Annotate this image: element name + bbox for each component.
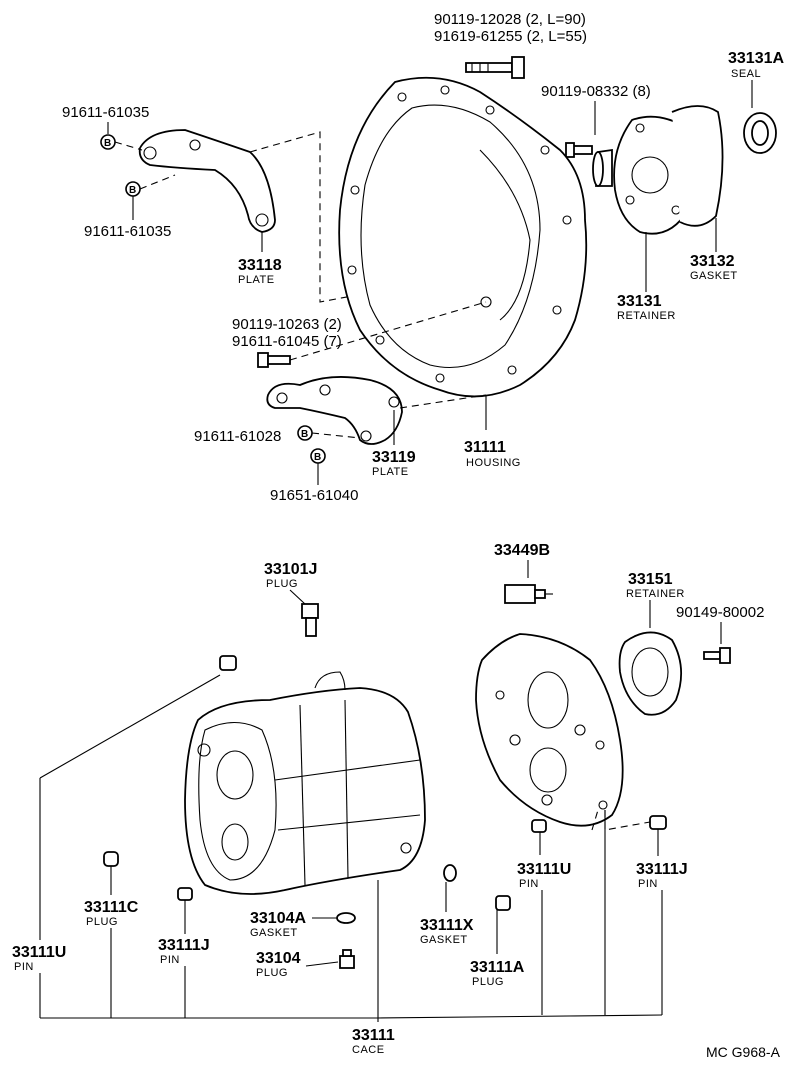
footer-code: MC G968-A (706, 1044, 781, 1060)
gasket-33111X-name: GASKET (420, 934, 468, 946)
pin-j-left-icon (177, 887, 193, 901)
plate-33118-name: PLATE (238, 274, 275, 286)
gasket-33111X-number: 33111X (420, 917, 474, 934)
pin-j-left-number: 33111J (158, 937, 210, 954)
plug-33111C-icon (103, 851, 119, 867)
plug-33104-icon (339, 949, 355, 969)
retainer-33151-icon (618, 631, 683, 716)
plug-33111A-number: 33111A (470, 959, 525, 976)
plug-33104-name: PLUG (256, 967, 288, 979)
pin-u-left-icon (219, 655, 237, 671)
housing-name: HOUSING (466, 457, 521, 469)
plug-33111C-number: 33111C (84, 899, 139, 916)
plug-33104-number: 33104 (256, 950, 301, 967)
pin-j-right-number: 33111J (636, 861, 688, 878)
retainer-33131-icon (592, 115, 696, 235)
bolt-90149-label: 90149-80002 (676, 604, 764, 621)
retainer-33131-number: 33131 (617, 293, 662, 310)
case-name: CACE (352, 1044, 385, 1056)
plate-bolt-b-label: 91611-61028 (194, 428, 281, 445)
pin-u-right-icon (531, 819, 547, 833)
seal-icon (743, 112, 777, 154)
plug-33101J-icon (301, 603, 319, 637)
plate-bolt-upper-label: 91611-61035 (62, 104, 149, 121)
mid-bolts-label-2: 91611-61045 (7) (232, 333, 342, 350)
case-plate-icon (475, 633, 624, 827)
housing-icon (338, 76, 588, 398)
plug-33111A-icon (495, 895, 511, 911)
plate-33118-dash (249, 131, 353, 303)
top-bolt-icon (465, 56, 525, 79)
gasket-33104A-number: 33104A (250, 910, 306, 927)
gasket-33132-number: 33132 (690, 253, 735, 270)
seal-name: SEAL (731, 68, 761, 80)
gasket-33132-icon (671, 105, 724, 227)
bolt-b-bottom-badge: B (314, 452, 321, 463)
small-bolt-icon (565, 142, 593, 158)
connector-33449B-icon (504, 584, 553, 604)
mid-bolt-icon (257, 352, 291, 368)
plate-33118-number: 33118 (238, 257, 282, 274)
gasket-33111X-icon (443, 864, 457, 882)
top-bolt-label-2: 91619-61255 (2, L=55) (434, 28, 587, 45)
gasket-33104A-name: GASKET (250, 927, 298, 939)
mid-bolts-label-1: 90119-10263 (2) (232, 316, 342, 333)
housing-number: 31111 (464, 439, 506, 456)
plate-bolt-lower-label: 91611-61035 (84, 223, 171, 240)
pin-j-left-name: PIN (160, 954, 180, 966)
plug-33101J-number: 33101J (264, 561, 317, 578)
plate-bolt-bottom-label: 91651-61040 (270, 487, 358, 504)
plate-33119-icon (266, 376, 403, 445)
bolt-90149-icon (703, 647, 731, 664)
bolt-8-label: 90119-08332 (8) (541, 83, 651, 100)
plate-33119-number: 33119 (372, 449, 416, 466)
retainer-33131-name: RETAINER (617, 310, 676, 322)
plug-33111A-name: PLUG (472, 976, 504, 988)
pin-u-right-name: PIN (519, 878, 539, 890)
retainer-33151-number: 33151 (628, 571, 673, 588)
pin-j-right-name: PIN (638, 878, 658, 890)
part-33449B-number: 33449B (494, 542, 550, 559)
gasket-33104A-icon (336, 912, 356, 924)
pin-u-right-number: 33111U (517, 861, 571, 878)
bolt-b-upper-badge: B (104, 138, 111, 149)
pin-u-left-name: PIN (14, 961, 34, 973)
bolt-b-plate-badge: B (301, 429, 308, 440)
seal-number: 33131A (728, 50, 784, 67)
top-bolt-label-1: 90119-12028 (2, L=90) (434, 11, 586, 28)
plate-33118-icon (138, 129, 276, 233)
pin-u-left-number: 33111U (12, 944, 66, 961)
case-33111-icon (184, 671, 426, 895)
plug-33111C-name: PLUG (86, 916, 118, 928)
bolt-b-lower-badge: B (129, 185, 136, 196)
retainer-33151-name: RETAINER (626, 588, 685, 600)
plate-33119-name: PLATE (372, 466, 409, 478)
pin-j-right-icon (649, 815, 667, 830)
plug-33101J-name: PLUG (266, 578, 298, 590)
case-number: 33111 (352, 1027, 395, 1044)
gasket-33132-name: GASKET (690, 270, 738, 282)
